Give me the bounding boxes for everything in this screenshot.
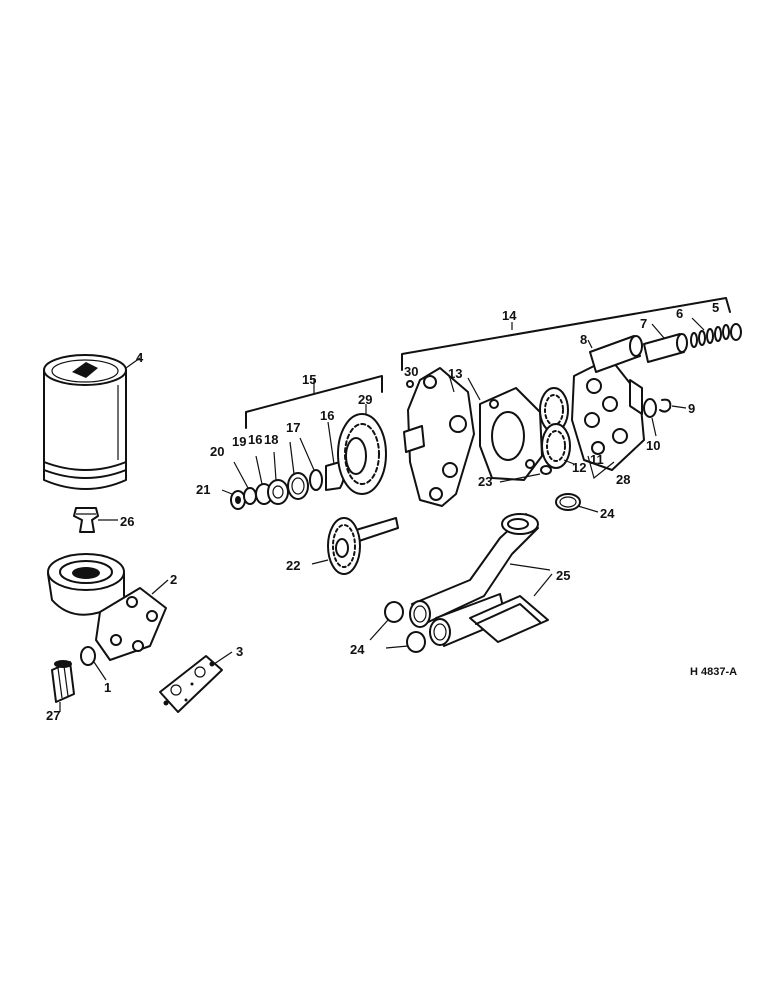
callout-26: 26 (120, 514, 134, 529)
callout-9: 9 (688, 401, 695, 416)
drive-shaft-parts (230, 461, 345, 510)
callout-18: 18 (264, 432, 278, 447)
callout-19: 19 (232, 434, 246, 449)
callout-24a: 24 (600, 506, 615, 521)
callout-21: 21 (196, 482, 210, 497)
callout-29: 29 (358, 392, 372, 407)
callout-16b: 16 (320, 408, 334, 423)
callout-12: 12 (572, 460, 586, 475)
pump-gears (539, 387, 571, 469)
spring-washer (730, 323, 742, 341)
pump-body (403, 367, 543, 507)
tube-o-rings-lower (384, 601, 426, 653)
callout-24b: 24 (350, 642, 365, 657)
callout-15: 15 (302, 372, 316, 387)
drawing-reference: H 4837-A (690, 666, 737, 678)
callout-4: 4 (136, 350, 144, 365)
filter-nipple (73, 507, 99, 533)
o-ring (80, 646, 96, 666)
filter-base (47, 553, 167, 661)
callout-22: 22 (286, 558, 300, 573)
suction-tubes (409, 513, 549, 647)
drain-plug (51, 660, 75, 703)
callout-23: 23 (478, 474, 492, 489)
callout-7: 7 (640, 316, 647, 331)
callout-6: 6 (676, 306, 683, 321)
oil-filter-canister (43, 354, 127, 490)
retainer-tube (589, 335, 643, 373)
shaft-gear (327, 517, 399, 575)
callout-20: 20 (210, 444, 224, 459)
relief-spring (690, 324, 730, 348)
callout-16a: 16 (248, 432, 262, 447)
group-14-bracket (401, 297, 731, 371)
callout-5: 5 (712, 300, 719, 315)
callout-1: 1 (104, 680, 111, 695)
callout-30: 30 (404, 364, 418, 379)
callout-28: 28 (616, 472, 630, 487)
callout-3: 3 (236, 644, 243, 659)
callout-2: 2 (170, 572, 177, 587)
cotter-and-pin (643, 398, 672, 418)
pin (406, 380, 414, 388)
callout-25: 25 (556, 568, 570, 583)
callout-11: 11 (590, 452, 604, 467)
callout-27: 27 (46, 708, 60, 723)
tube-o-ring-upper (555, 493, 581, 511)
callout-8: 8 (580, 332, 587, 347)
drive-gear (337, 413, 387, 495)
base-gasket (159, 655, 223, 713)
callout-10: 10 (646, 438, 660, 453)
callout-labels: 1 2 3 4 5 6 7 8 9 10 11 12 13 14 15 16 1… (46, 300, 719, 723)
callout-13: 13 (448, 366, 462, 381)
pump-cover (571, 357, 645, 471)
o-ring-small (540, 465, 552, 475)
valve-plunger (643, 333, 688, 363)
callout-14: 14 (502, 308, 517, 323)
callout-17: 17 (286, 420, 300, 435)
